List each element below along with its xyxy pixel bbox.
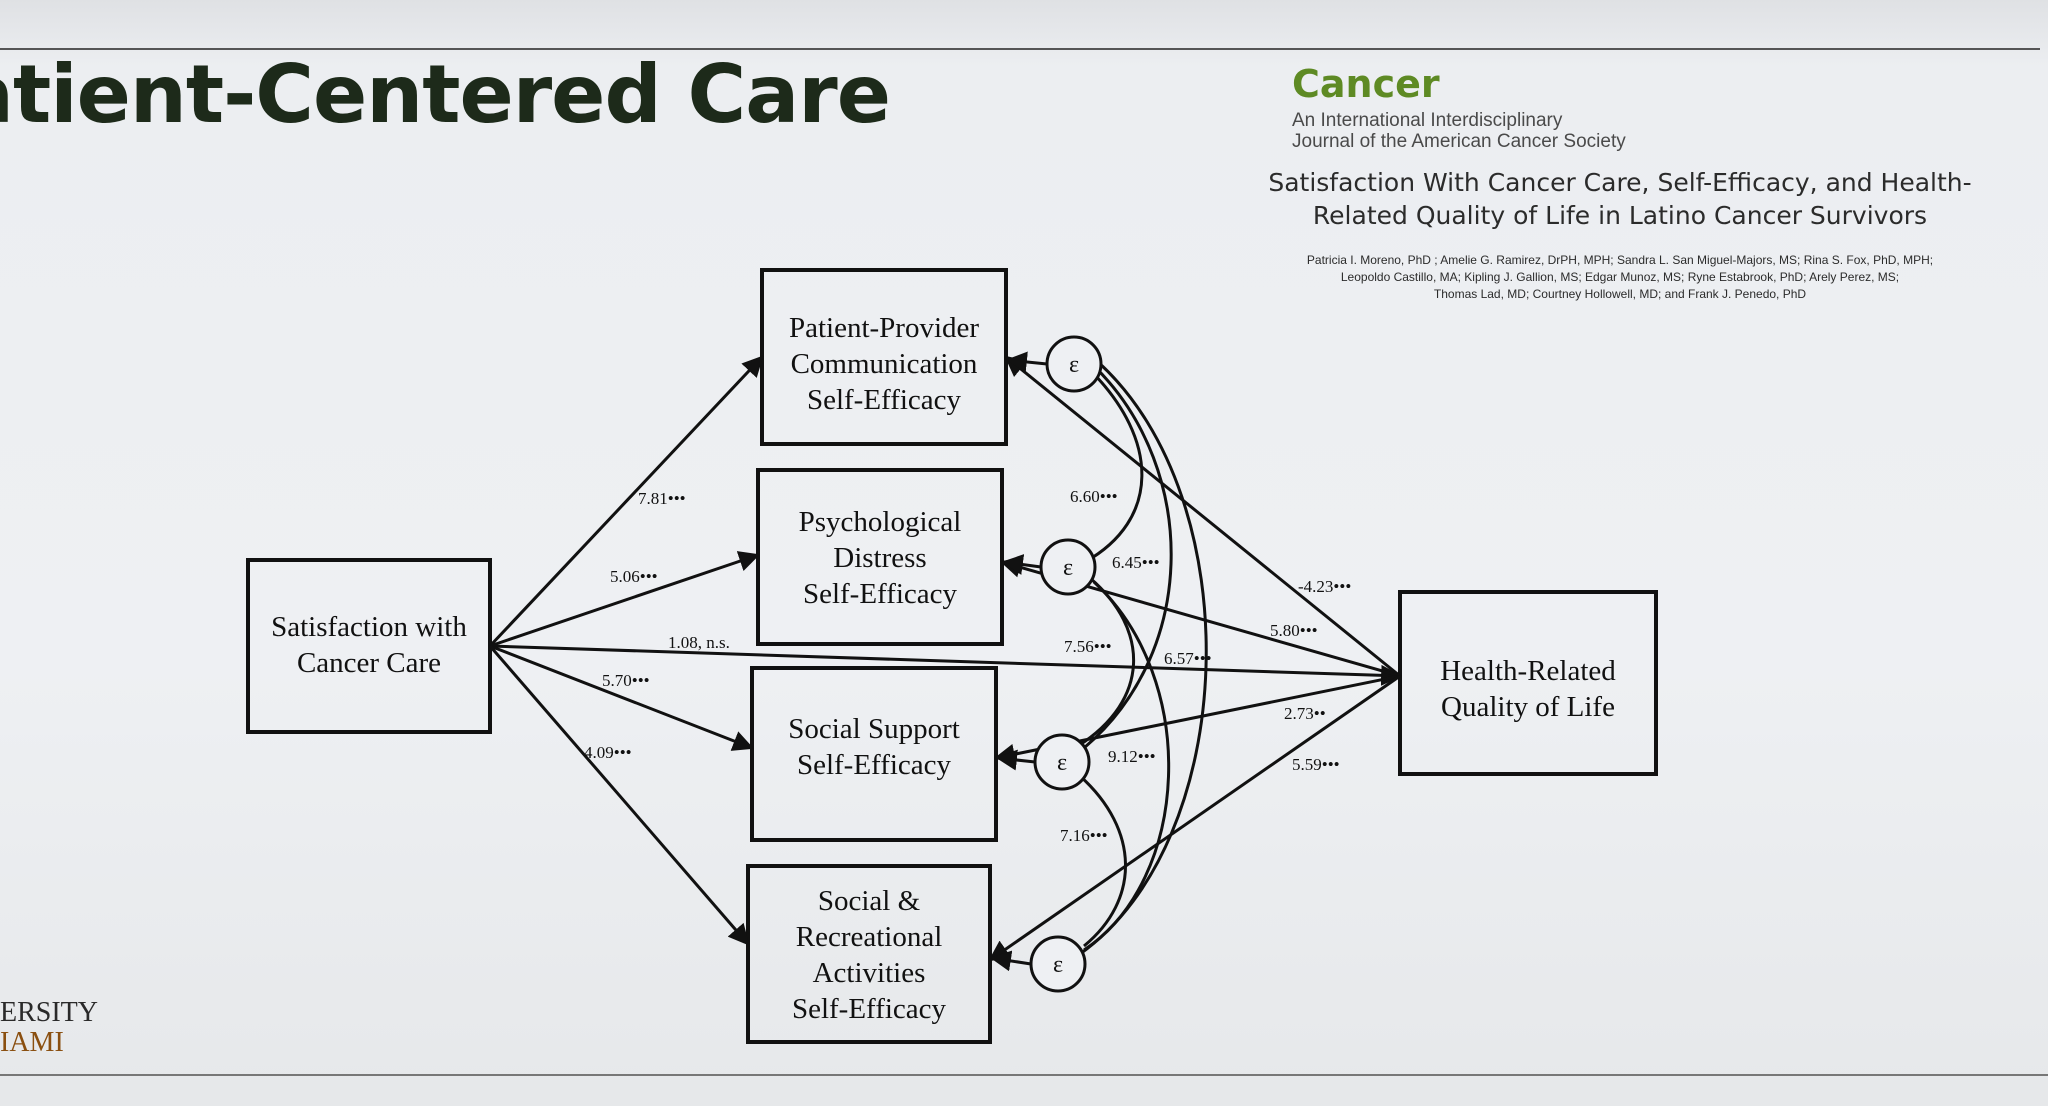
path-satisfaction-to-hrqol <box>489 644 1403 686</box>
top-divider <box>0 48 2040 50</box>
node-social-rec-line2: Recreational <box>796 921 943 953</box>
covariance-curve-ppc-support <box>1073 364 1173 758</box>
coef-satisfaction-social-rec: 4.09••• <box>584 743 632 762</box>
covariance-curve-support-rec <box>1078 774 1127 948</box>
node-psych-line3: Self-Efficacy <box>803 578 958 610</box>
covariance-curve-psych-rec <box>1083 580 1171 952</box>
logo-line1: ERSITY <box>0 997 98 1028</box>
journal-subtitle-line1: An International Interdisciplinary <box>1292 110 1563 131</box>
node-satisfaction-line1: Satisfaction with <box>271 611 467 643</box>
node-social-rec-line3: Activities <box>813 957 926 989</box>
error-arrow-ppc <box>1005 351 1048 373</box>
node-psych-line2: Distress <box>833 542 926 574</box>
node-social-rec-line4: Self-Efficacy <box>792 993 947 1025</box>
author-list: Patricia I. Moreno, PhD ; Amelie G. Rami… <box>1210 252 2030 303</box>
error-arrow-psych <box>1001 554 1042 575</box>
coef-satisfaction-psych: 5.06••• <box>610 567 658 586</box>
paper-title: Satisfaction With Cancer Care, Self-Effi… <box>1230 166 2010 232</box>
node-hrqol-line1: Health-Related <box>1440 655 1616 687</box>
error-symbol-social-rec: ε <box>1053 952 1063 978</box>
bottom-divider <box>0 1074 2048 1076</box>
path-satisfaction-to-social-rec <box>488 645 750 946</box>
node-satisfaction-line2: Cancer Care <box>297 647 441 679</box>
coef-psych-hrqol: 5.80••• <box>1270 621 1318 640</box>
error-arrow-social-rec <box>989 950 1032 972</box>
logo-line2: IAMI <box>0 1027 64 1058</box>
journal-subtitle-line2: Journal of the American Cancer Society <box>1292 131 1626 152</box>
coef-social-support-hrqol: 2.73•• <box>1284 704 1326 723</box>
path-satisfaction-to-social-support <box>489 644 754 751</box>
coef-ppc-hrqol: -4.23••• <box>1298 577 1351 596</box>
coef-satisfaction-hrqol: 1.08, n.s. <box>668 633 730 652</box>
coef-social-rec-hrqol: 5.59••• <box>1292 755 1340 774</box>
journal-name: Cancer <box>1292 62 1440 106</box>
coef-cov-ppc-psych: 6.60••• <box>1070 487 1118 506</box>
error-arrow-social-support <box>995 749 1036 771</box>
path-satisfaction-to-ppc <box>488 355 764 648</box>
node-ppc-line1: Patient-Provider <box>789 312 979 344</box>
slide-title: atient-Centered Care <box>0 48 891 141</box>
error-symbol-ppc: ε <box>1069 352 1079 378</box>
path-ppc-to-hrqol <box>1004 355 1401 678</box>
node-social-support-line1: Social Support <box>788 713 960 745</box>
authors-line2: Leopoldo Castillo, MA; Kipling J. Gallio… <box>1340 270 1900 284</box>
coef-cov-psych-support: 7.56••• <box>1064 637 1112 656</box>
covariance-curve-psych-support <box>1077 576 1135 748</box>
authors-line1: Patricia I. Moreno, PhD ; Amelie G. Rami… <box>1306 253 1934 267</box>
authors-line3: Thomas Lad, MD; Courtney Hollowell, MD; … <box>1433 287 1807 301</box>
coef-cov-ppc-support: 6.45••• <box>1112 553 1160 572</box>
node-social-support-line2: Self-Efficacy <box>797 749 952 781</box>
node-social-rec-line1: Social & <box>818 885 921 917</box>
covariance-curve-ppc-psych <box>1084 368 1144 564</box>
node-ppc-line2: Communication <box>791 348 978 380</box>
error-symbol-social-support: ε <box>1057 750 1067 776</box>
journal-subtitle: An International Interdisciplinary Journ… <box>1292 110 1626 152</box>
error-symbol-psych: ε <box>1063 555 1073 581</box>
node-hrqol-line2: Quality of Life <box>1441 691 1615 723</box>
node-psych-line1: Psychological <box>799 506 962 538</box>
coef-satisfaction-ppc: 7.81••• <box>638 489 686 508</box>
coef-satisfaction-social-support: 5.70••• <box>602 671 650 690</box>
paper-title-line1: Satisfaction With Cancer Care, Self-Effi… <box>1268 168 1972 197</box>
covariance-curve-ppc-rec <box>1079 360 1208 956</box>
coef-cov-support-rec: 7.16••• <box>1060 826 1108 845</box>
path-satisfaction-to-psych <box>489 551 760 648</box>
node-ppc-line3: Self-Efficacy <box>807 384 962 416</box>
coef-cov-ppc-rec: 6.57••• <box>1164 649 1212 668</box>
university-logo: ERSITY IAMI <box>0 998 98 1058</box>
node-satisfaction-box <box>246 558 492 734</box>
paper-title-line2: Related Quality of Life in Latino Cancer… <box>1312 201 1928 230</box>
path-social-rec-to-hrqol <box>988 674 1401 962</box>
coef-cov-psych-rec: 9.12••• <box>1108 747 1156 766</box>
